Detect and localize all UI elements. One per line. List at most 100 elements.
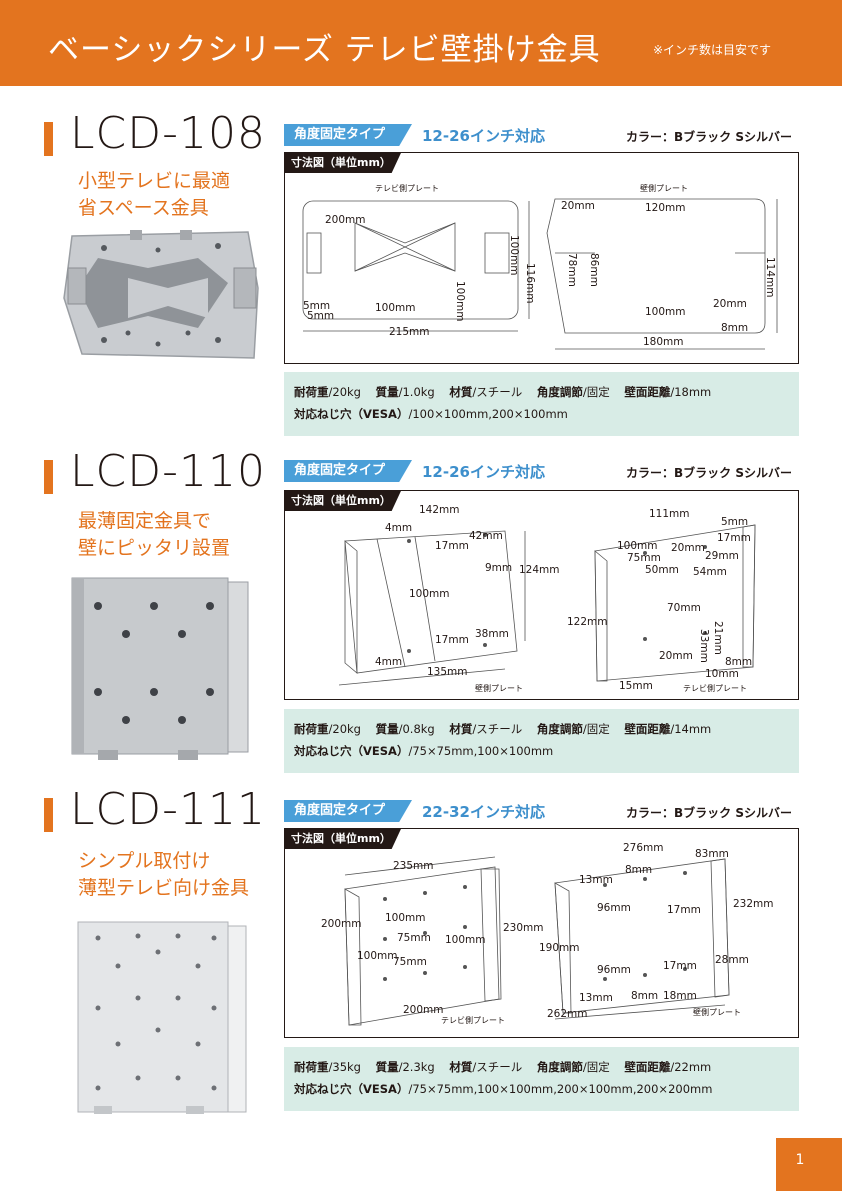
- dim-label: 4mm: [385, 522, 412, 534]
- page-header: ベーシックシリーズ テレビ壁掛け金具 ※インチ数は目安です: [0, 0, 842, 86]
- dim-label: 262mm: [547, 1008, 588, 1020]
- dim-label: 29mm: [705, 550, 739, 562]
- spec-material-label: 材質: [449, 1060, 473, 1074]
- tagline-line-2: 壁にピッタリ設置: [78, 537, 231, 559]
- dim-label: 120mm: [645, 202, 686, 214]
- dim-label: 13mm: [579, 874, 613, 886]
- label-tv-plate: テレビ側プレート: [375, 183, 439, 193]
- tagline: シンプル取付け 薄型テレビ向け金具: [78, 848, 249, 902]
- dim-label: 215mm: [389, 326, 430, 338]
- dim-label: 75mm: [397, 932, 431, 944]
- spec-wall-label: 壁面距離: [624, 385, 671, 399]
- dim-label: 230mm: [503, 922, 544, 934]
- spec-mass-label: 質量: [375, 385, 399, 399]
- spec-angle: /固定: [582, 1060, 610, 1074]
- spec-box: 耐荷重/20kg 質量/1.0kg 材質/スチール 角度調節/固定 壁面距離/1…: [284, 372, 799, 436]
- dim-label: 122mm: [567, 616, 608, 628]
- dim-label: 20mm: [561, 200, 595, 212]
- tagline: 最薄固定金具で 壁にピッタリ設置: [78, 508, 230, 562]
- spec-mass: /0.8kg: [398, 722, 435, 736]
- dim-label: 75mm: [393, 956, 427, 968]
- label-wall-plate: 壁側プレート: [640, 183, 688, 193]
- dim-label: 33mm: [698, 629, 710, 663]
- dim-label: 13mm: [579, 992, 613, 1004]
- dimension-diagram: 142mm 4mm 17mm 42mm 9mm 124mm 100mm 17mm…: [284, 490, 799, 700]
- dim-label: 70mm: [667, 602, 701, 614]
- dimension-tag: 寸法図（単位mm）: [285, 491, 401, 511]
- dim-label: 4mm: [375, 656, 402, 668]
- spec-load: /35kg: [328, 1060, 361, 1074]
- dim-label: 20mm: [713, 298, 747, 310]
- dim-label: 135mm: [427, 666, 468, 678]
- dim-label: 86mm: [588, 253, 600, 287]
- color-options: カラー：Bブラック Sシルバー: [626, 130, 792, 144]
- type-badge: 角度固定タイプ: [284, 124, 412, 146]
- spec-vesa-label: 対応ねじ穴（VESA）: [294, 407, 409, 421]
- product-photo: [63, 230, 259, 359]
- spec-wall: /18mm: [670, 385, 712, 399]
- dim-label: 54mm: [693, 566, 727, 578]
- label-tv-plate: テレビ側プレート: [441, 1015, 505, 1025]
- model-name: LCD-108: [70, 108, 266, 159]
- dim-label: 114mm: [764, 257, 776, 298]
- size-range: 12-26インチ対応: [422, 463, 545, 481]
- page-number: 1: [795, 1152, 805, 1168]
- spec-line-1: 耐荷重/35kg 質量/2.3kg 材質/スチール 角度調節/固定 壁面距離/2…: [294, 1059, 711, 1075]
- dim-label: 235mm: [393, 860, 434, 872]
- tagline: 小型テレビに最適 省スペース金具: [78, 168, 230, 222]
- dim-label: 17mm: [717, 532, 751, 544]
- color-options: カラー：Bブラック Sシルバー: [626, 806, 792, 820]
- dimension-diagram: テレビ側プレート 壁側プレート 200mm 100mm 116mm 100mm …: [284, 152, 799, 364]
- spec-wall: /14mm: [670, 722, 712, 736]
- dim-label: 200mm: [325, 214, 366, 226]
- dim-label: 10mm: [705, 668, 739, 680]
- spec-box: 耐荷重/20kg 質量/0.8kg 材質/スチール 角度調節/固定 壁面距離/1…: [284, 709, 799, 773]
- dimension-tag: 寸法図（単位mm）: [285, 153, 401, 173]
- dim-label: 142mm: [419, 504, 460, 516]
- dim-label: 15mm: [619, 680, 653, 692]
- dimension-drawing: 235mm 200mm 100mm 75mm 100mm 230mm 100mm…: [321, 842, 774, 1026]
- dim-label: 200mm: [403, 1004, 444, 1016]
- spec-vesa: /75×75mm,100×100mm: [408, 744, 554, 758]
- color-options: カラー：Bブラック Sシルバー: [626, 466, 792, 480]
- dim-label: 5mm: [303, 300, 330, 312]
- dim-label: 5mm: [721, 516, 748, 528]
- spec-material: /スチール: [472, 1060, 523, 1074]
- dim-label: 100mm: [645, 306, 686, 318]
- spec-line-1: 耐荷重/20kg 質量/1.0kg 材質/スチール 角度調節/固定 壁面距離/1…: [294, 384, 711, 400]
- spec-mass-label: 質量: [375, 1060, 399, 1074]
- product-photo: [77, 921, 247, 1114]
- dim-label: 111mm: [649, 508, 690, 520]
- dim-label: 21mm: [712, 621, 724, 655]
- spec-load: /20kg: [328, 385, 361, 399]
- label-tv-plate: テレビ側プレート: [683, 683, 747, 693]
- tagline-line-2: 省スペース金具: [78, 197, 209, 219]
- tagline-line-2: 薄型テレビ向け金具: [78, 877, 250, 899]
- dim-label: 17mm: [667, 904, 701, 916]
- dim-label: 17mm: [435, 540, 469, 552]
- spec-angle-label: 角度調節: [536, 1060, 583, 1074]
- dimension-diagram: 235mm 200mm 100mm 75mm 100mm 230mm 100mm…: [284, 828, 799, 1038]
- dim-label: 38mm: [475, 628, 509, 640]
- dim-label: 100mm: [617, 540, 658, 552]
- size-range: 12-26インチ対応: [422, 127, 545, 145]
- spec-material-label: 材質: [449, 385, 473, 399]
- page-number-tab: 1: [776, 1138, 842, 1191]
- page-title: ベーシックシリーズ テレビ壁掛け金具: [48, 32, 601, 68]
- spec-angle: /固定: [582, 385, 610, 399]
- header-note: ※インチ数は目安です: [653, 43, 772, 57]
- dim-label: 17mm: [663, 960, 697, 972]
- dim-label: 78mm: [566, 253, 578, 287]
- spec-wall: /22mm: [670, 1060, 712, 1074]
- dim-label: 96mm: [597, 964, 631, 976]
- dim-label: 20mm: [671, 542, 705, 554]
- spec-line-2: 対応ねじ穴（VESA）/75×75mm,100×100mm: [294, 743, 553, 759]
- spec-line-2: 対応ねじ穴（VESA）/75×75mm,100×100mm,200×100mm,…: [294, 1081, 712, 1097]
- dim-label: 18mm: [663, 990, 697, 1002]
- model-name: LCD-111: [70, 784, 266, 835]
- dim-label: 116mm: [524, 263, 536, 304]
- dim-label: 100mm: [454, 281, 466, 322]
- dim-label: 8mm: [631, 990, 658, 1002]
- spec-load-label: 耐荷重: [294, 1060, 329, 1074]
- dimension-drawing: テレビ側プレート 壁側プレート 200mm 100mm 116mm 100mm …: [302, 183, 778, 350]
